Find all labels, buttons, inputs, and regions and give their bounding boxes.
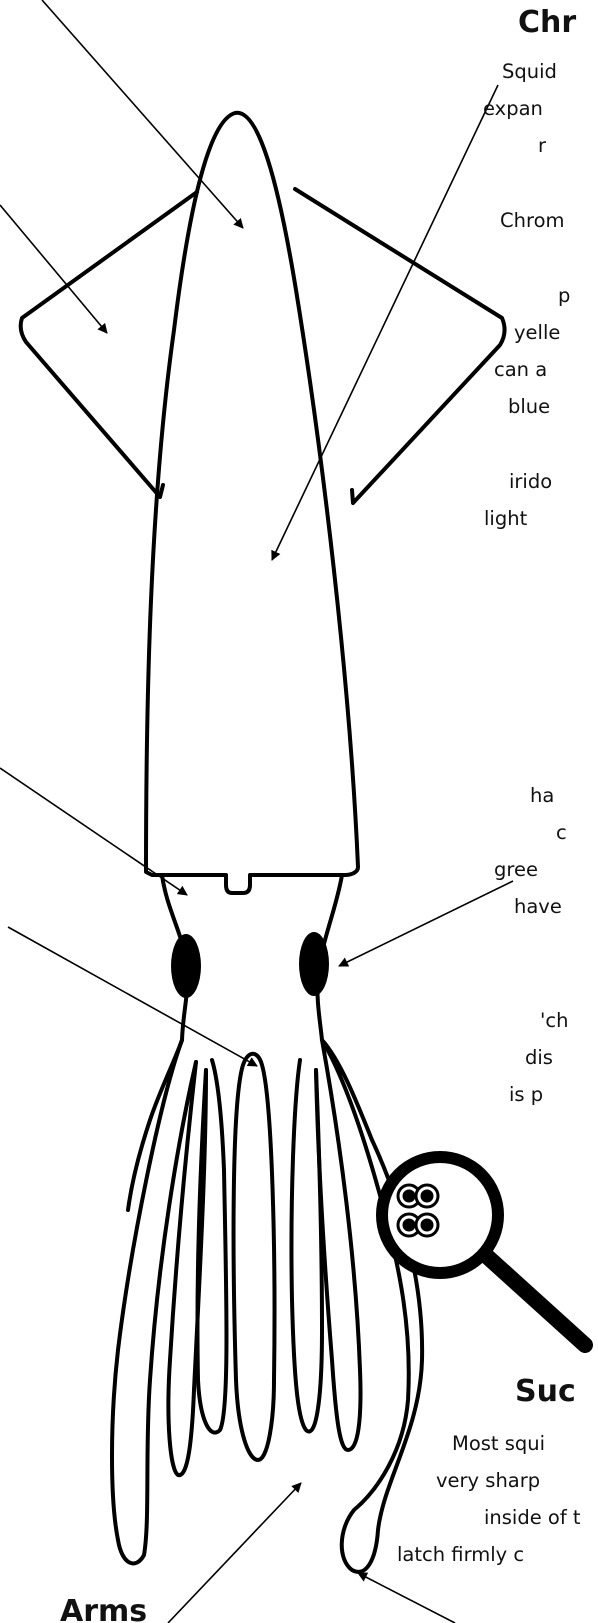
eyes-line-2: c — [556, 821, 567, 844]
right-eye — [299, 932, 329, 996]
pointer-chromatophores — [272, 85, 498, 560]
suckers-line-3: inside of t — [484, 1506, 581, 1529]
chromatophores-line-4: Chrom — [500, 209, 565, 232]
suckers-line-1: Most squi — [452, 1432, 545, 1455]
chromatophores-heading: Chr — [518, 5, 576, 40]
chromatophores-line-10: light — [484, 507, 528, 530]
chromatophores-line-1: Squid — [502, 60, 557, 83]
suckers-line-2: very sharp — [436, 1469, 540, 1492]
squid-illustration — [21, 113, 505, 1572]
mouth-line-3: is p — [509, 1083, 543, 1106]
arm-center — [234, 1054, 275, 1460]
chromatophores-line-3: r — [538, 134, 547, 157]
pointer-mouth — [8, 927, 257, 1066]
arms-heading: Arms — [60, 1594, 147, 1623]
left-eye — [171, 934, 201, 998]
pointer-eye — [339, 881, 513, 966]
mantle — [146, 113, 358, 893]
suckers-heading: Suc — [515, 1374, 576, 1409]
chromatophores-line-6: yelle — [514, 321, 560, 344]
chromatophores-line-2: expan — [483, 97, 543, 120]
pointer-mantle — [42, 0, 243, 228]
pointer-tentacle — [358, 1573, 455, 1623]
chromatophores-line-5: p — [558, 284, 570, 307]
eyes-line-3: gree — [494, 858, 538, 881]
pointer-arms — [168, 1483, 301, 1623]
eyes-line-1: ha — [530, 784, 554, 807]
magnifier — [382, 1157, 585, 1345]
right-fin — [295, 189, 505, 503]
pointer-lines — [0, 0, 513, 1623]
suckers-line-4: latch firmly c — [397, 1543, 524, 1566]
arm-left-outer — [112, 1040, 196, 1563]
pointer-collar — [0, 768, 187, 895]
chromatophores-line-7: can a — [494, 358, 547, 381]
chromatophores-line-8: blue — [508, 395, 550, 418]
mouth-line-2: dis — [525, 1046, 553, 1069]
chromatophores-line-9: irido — [509, 470, 552, 493]
eyes-line-4: have — [514, 895, 562, 918]
mouth-line-1: 'ch — [540, 1009, 568, 1032]
arm-right-inner — [316, 1040, 361, 1450]
